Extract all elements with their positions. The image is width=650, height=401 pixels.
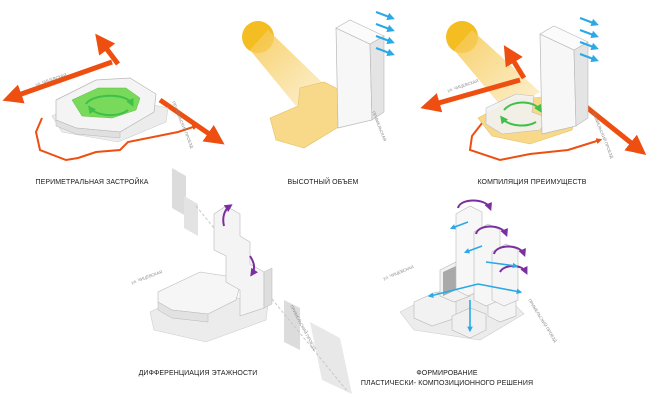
- tower-top: [335, 19, 385, 45]
- caption-formation-line1: ФОРМИРОВАНИЕ: [416, 370, 477, 377]
- green-circulation-arrow: [85, 94, 134, 107]
- panel-compilation: ул. ЧИЦЕВСКАЯ ПРИМЕЛЬСКИЙ ПРОЕЗД КОМПИЛЯ…: [420, 16, 647, 186]
- view-arrow: [427, 283, 479, 298]
- wind-arrow: [375, 10, 395, 20]
- street-arrow-north: [95, 33, 120, 66]
- caption-perimeter: ПЕРИМЕТРАЛЬНАЯ ЗАСТРОЙКА: [35, 177, 148, 186]
- shadow-silhouette: [184, 196, 198, 236]
- purple-arrow-up: [222, 204, 233, 227]
- street-label-b: ПРИМЕЛЬСКИЙ ПРОЕЗД: [171, 101, 194, 150]
- purple-rotation-arrow: [475, 225, 508, 237]
- sunlight-beam: [454, 30, 540, 112]
- street-label-b: ПРИМЕЛЬСКИЙ ПРОЕЗД: [527, 298, 558, 343]
- view-arrows: [427, 221, 523, 333]
- street-arrow-east: [578, 100, 647, 155]
- street-label-a: ул. ЧИЦЕВСКАЯ: [131, 269, 163, 285]
- wind-arrow: [375, 34, 395, 44]
- wind-arrow: [375, 22, 395, 32]
- street-arrow-west: [420, 77, 521, 113]
- block-front-face: [55, 119, 121, 139]
- green-circulation-arrow-2: [88, 105, 129, 116]
- purple-rotation-arrow: [493, 245, 526, 257]
- tower-front: [539, 33, 577, 135]
- street-arrow-north: [503, 45, 527, 80]
- view-arrow: [449, 221, 469, 230]
- green-circulation-arrow: [503, 101, 542, 113]
- shadow-silhouette: [172, 168, 186, 216]
- shadow-silhouette: [310, 322, 352, 394]
- caption-differentiation: ДИФФЕРЕНЦИАЦИЯ ЭТАЖНОСТИ: [139, 370, 258, 377]
- site-outline: [468, 117, 603, 162]
- panel-high-rise: ПРИМЕЛЬСКАЯ ВЫСОТНЫЙ ОБЪЕМ: [242, 10, 395, 186]
- street-arrow-east: [158, 97, 225, 145]
- purple-arrow-down: [249, 255, 258, 277]
- tower-top: [539, 25, 589, 51]
- green-circulation-arrow-2: [500, 115, 537, 127]
- purple-rotation-arrow: [457, 199, 492, 211]
- wind-arrow: [579, 16, 599, 26]
- street-arrow-west: [2, 59, 113, 104]
- caption-compilation: КОМПИЛЯЦИЯ ПРЕИМУЩЕСТВ: [477, 179, 586, 186]
- wind-arrows: [375, 10, 395, 56]
- stepped-tower-side: [263, 267, 273, 309]
- view-arrow: [463, 245, 483, 254]
- caption-high-rise: ВЫСОТНЫЙ ОБЪЕМ: [288, 177, 359, 186]
- wind-arrow: [579, 40, 599, 50]
- view-arrow: [485, 261, 519, 269]
- street-label-a: ул. ЧИЦЕВСКАЯ: [383, 264, 415, 281]
- low-block-front: [157, 301, 209, 323]
- wind-arrow: [579, 52, 599, 62]
- tower: [491, 243, 519, 307]
- wind-arrows: [579, 16, 599, 62]
- tower-front: [335, 27, 373, 129]
- caption-formation-line2: ПЛАСТИЧЕСКИ- КОМПОЗИЦИОННОГО РЕШЕНИЯ: [361, 380, 533, 387]
- shadow-silhouette: [284, 300, 300, 350]
- site-outline: [34, 117, 199, 162]
- wind-arrow: [579, 28, 599, 38]
- panel-differentiation: ул. ЧИЦЕВСКАЯ ПРИМЕЛЬСКИЙ ПРОЕЗД ДИФФЕРЕ…: [131, 168, 352, 394]
- panel-perimeter: ул. ЧИЦЕВСКАЯ ПРИМЕЛЬСКИЙ ПРОЕЗД ПЕРИМЕТ…: [2, 33, 225, 186]
- panel-formation: ул. ЧИЦЕВСКАЯ ПРИМЕЛЬСКИЙ ПРОЕЗД ФОРМИРО…: [361, 199, 558, 387]
- view-arrow: [477, 283, 523, 295]
- wind-arrow: [375, 46, 395, 56]
- dark-panel: [443, 266, 456, 296]
